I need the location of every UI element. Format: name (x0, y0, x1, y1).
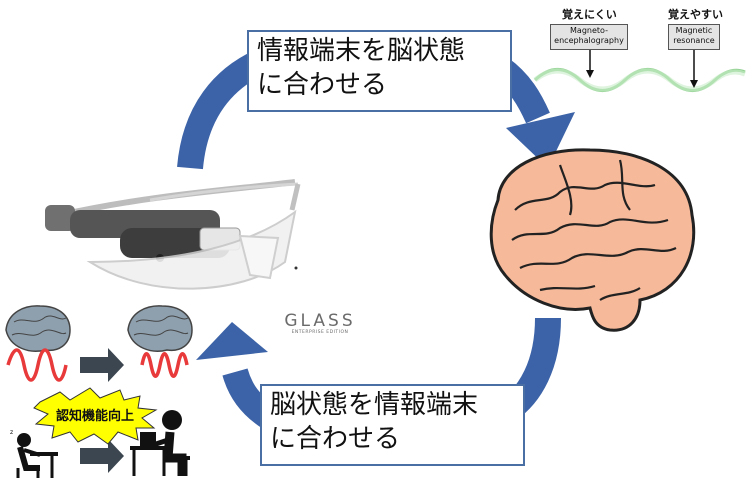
small-brain-left (5, 305, 71, 352)
glass-logo: GLASS ENTERPRISE EDITION (280, 312, 360, 336)
glass-logo-edition: ENTERPRISE EDITION (291, 330, 349, 335)
top-caption-box: 情報端末を脳状態 に合わせる (247, 30, 512, 112)
hard-to-remember-label: 覚えにくい (562, 8, 617, 21)
top-caption-line2: に合わせる (257, 70, 388, 100)
bottom-caption-line2: に合わせる (270, 424, 401, 454)
working-person-icon (130, 410, 190, 476)
svg-text:z: z (10, 429, 13, 436)
fast-wave-red (140, 352, 189, 378)
burst-label: 認知機能向上 (56, 408, 134, 424)
memory-waves (533, 50, 746, 92)
slow-wave-red (6, 348, 68, 382)
bottom-caption-box: 脳状態を情報端末 に合わせる (260, 384, 525, 466)
mri-tag: Magnetic resonance (668, 24, 720, 50)
top-caption-line1: 情報端末を脳状態 (257, 36, 466, 66)
improvement-burst (33, 387, 158, 445)
easy-to-remember-label: 覚えやすい (668, 8, 723, 21)
mri-tag-line2: resonance (673, 36, 715, 45)
tired-person-icon: z (10, 429, 58, 478)
glass-logo-brand: GLASS (284, 311, 356, 331)
dark-arrow-lower (80, 439, 124, 473)
brain-illustration (489, 148, 696, 332)
meg-tag-line2: encephalography (554, 36, 624, 45)
dark-arrow-upper (80, 348, 124, 382)
mri-tag-line1: Magnetic (675, 26, 713, 35)
smart-glasses-illustration (45, 179, 301, 290)
meg-tag: Magneto- encephalography (550, 24, 628, 50)
small-brain-right (127, 305, 193, 352)
bottom-caption-line1: 脳状態を情報端末 (270, 390, 479, 420)
meg-tag-line1: Magneto- (570, 26, 608, 35)
